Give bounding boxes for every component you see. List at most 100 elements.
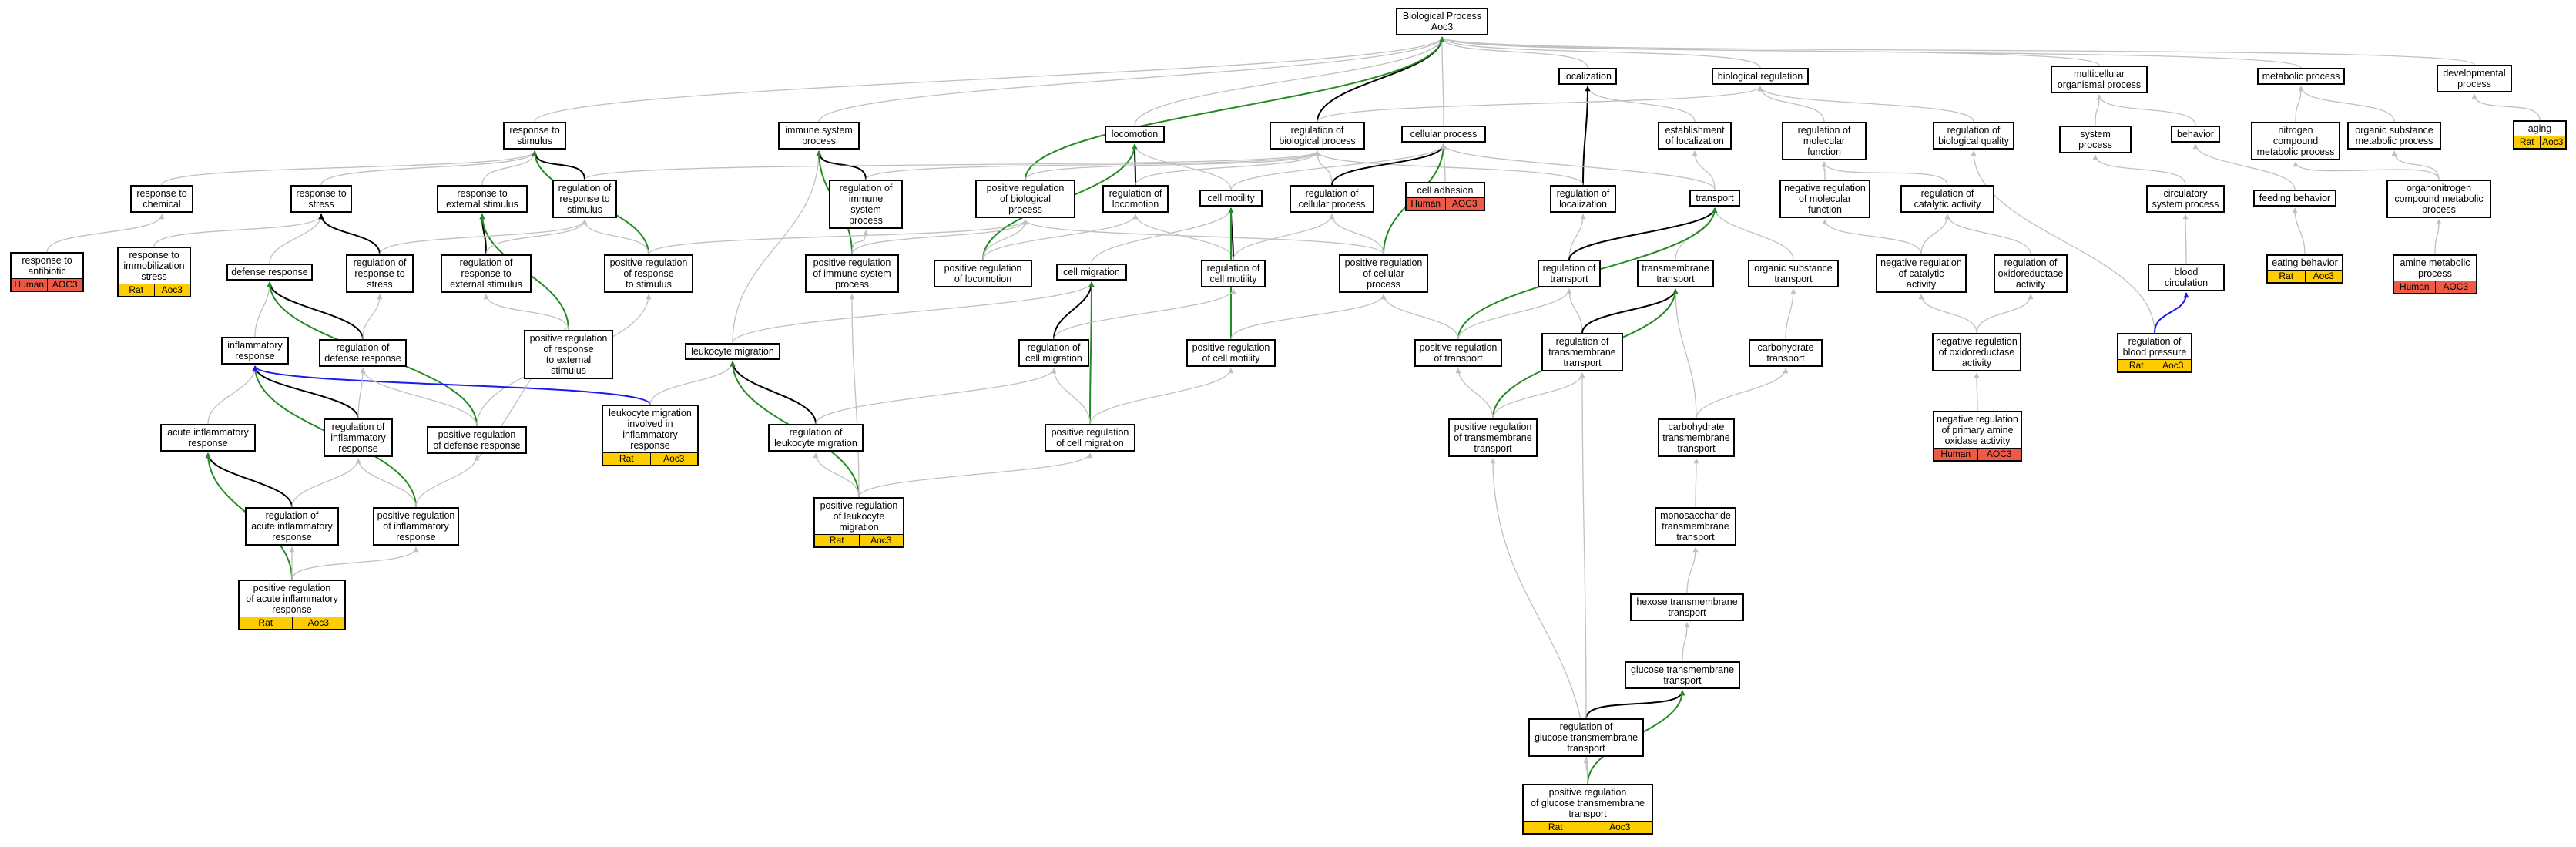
gene-label: AOC3 xyxy=(2434,281,2477,293)
go-term-label: regulation of immune system process xyxy=(839,183,893,226)
edge-pos-reg-cell-to-pos-reg-bio xyxy=(1022,219,1384,255)
go-term-label: regulation of response to stimulus xyxy=(558,183,612,215)
go-term-label: negative regulation of molecular functio… xyxy=(1784,183,1866,215)
edge-reg-oxido-to-reg-catal xyxy=(1944,213,2031,255)
go-term-label: multicellular organismal process xyxy=(2057,69,2142,90)
go-term-pos-reg-inflam: positive regulation of inflammatory resp… xyxy=(373,507,459,546)
go-term-circ: circulatory system process xyxy=(2146,185,2225,213)
edge-pos-reg-transport-to-reg-transport xyxy=(1457,288,1572,340)
edge-reg-resp-stim-to-reg-bio xyxy=(584,150,1320,180)
go-term-label: positive regulation of transmembrane tra… xyxy=(1454,422,1532,454)
go-term-reg-molfn: regulation of molecular function xyxy=(1782,122,1867,160)
edge-pos-reg-tm-transport-to-reg-tm-transport xyxy=(1492,372,1585,419)
go-term-label: regulation of cellular process xyxy=(1298,188,1366,210)
go-term-label: positive regulation of inflammatory resp… xyxy=(377,510,455,543)
go-term-organonitrogen: organonitrogen compound metabolic proces… xyxy=(2386,180,2491,218)
edge-locomotion-to-root xyxy=(1134,36,1445,126)
species-label: Human xyxy=(2399,281,2430,292)
go-term-label: positive regulation of defense response xyxy=(433,429,521,451)
go-term-label: positive regulation of immune system pro… xyxy=(813,257,891,290)
species-label: Rat xyxy=(258,617,273,628)
go-term-label: response to external stimulus xyxy=(446,188,518,210)
edge-pos-reg-cell-to-reg-cell xyxy=(1329,213,1384,255)
go-term-label: positive regulation of biological proces… xyxy=(986,183,1065,215)
edge-bioreg-to-root xyxy=(1439,36,1761,69)
edge-reg-cell-mig-to-reg-cell-motility xyxy=(1053,288,1236,340)
gene-label: Aoc3 xyxy=(153,284,190,296)
edge-reg-bio-to-bioreg xyxy=(1317,86,1763,123)
edge-resp-chem-to-resp-stim xyxy=(161,150,538,186)
go-term-label: regulation of localization xyxy=(1556,188,1610,210)
edge-eating-to-feeding xyxy=(2292,207,2306,255)
edge-organonitrogen-to-nitrogen xyxy=(2293,161,2440,180)
go-term-feeding: feeding behavior xyxy=(2253,190,2336,207)
edge-reg-glucose-tm-to-glucose-tm-transport xyxy=(1585,690,1685,719)
go-term-label: leukocyte migration involved in inflamma… xyxy=(609,408,692,451)
edge-neg-reg-catal-to-reg-catal xyxy=(1920,213,1950,255)
go-term-resp-ext: response to external stimulus xyxy=(437,185,528,213)
edge-defense-to-resp-stress xyxy=(269,213,324,264)
go-term-label: positive regulation of cell motility xyxy=(1192,342,1270,364)
gene-label: Aoc3 xyxy=(649,453,698,465)
edge-resp-immob-to-resp-stress xyxy=(153,213,324,247)
go-term-label: regulation of molecular function xyxy=(1797,125,1851,157)
go-term-label: cellular process xyxy=(1410,129,1478,139)
go-term-pos-reg-immune: positive regulation of immune system pro… xyxy=(805,254,899,293)
edge-pos-reg-inflam-to-reg-inflam xyxy=(355,458,417,508)
go-term-pos-reg-bio: positive regulation of biological proces… xyxy=(975,180,1075,218)
go-term-resp-chem: response to chemical xyxy=(130,185,193,213)
gene-label: Aoc3 xyxy=(2154,360,2192,371)
edge-resp-antibiotic-to-resp-chem xyxy=(46,213,165,253)
edge-reg-transport-to-reg-loc xyxy=(1568,213,1586,260)
edge-cell-migration-to-cell-motility xyxy=(1091,207,1234,264)
go-term-label: regulation of transmembrane transport xyxy=(1548,336,1616,368)
go-term-pos-reg-cell-motility: positive regulation of cell motility xyxy=(1186,339,1276,367)
go-term-reg-resp-stim: regulation of response to stimulus xyxy=(552,180,617,218)
edge-neg-reg-oxido-to-neg-reg-catal xyxy=(1918,294,1977,334)
edge-reg-bp-to-reg-bioq xyxy=(1971,150,2155,334)
species-label: Human xyxy=(14,279,45,290)
go-term-pos-reg-tm-transport: positive regulation of transmembrane tra… xyxy=(1448,418,1538,457)
edge-reg-loc-to-localization xyxy=(1582,86,1591,186)
go-term-label: eating behavior xyxy=(2272,257,2338,268)
edge-cell-motility-to-locomotion xyxy=(1132,143,1232,190)
go-term-label: positive regulation of acute inflammator… xyxy=(246,583,338,615)
go-term-resp-stim: response to stimulus xyxy=(503,122,566,150)
gene-label: AOC3 xyxy=(1444,198,1484,210)
go-term-leuk-mig: leukocyte migration xyxy=(685,343,780,360)
edge-system-to-multicell xyxy=(2095,94,2102,126)
go-term-label: negative regulation of primary amine oxi… xyxy=(1937,414,2018,446)
edge-amine-to-organonitrogen xyxy=(2434,219,2442,255)
go-term-pos-reg-glucose-tm: positive regulation of glucose transmemb… xyxy=(1522,784,1653,835)
species-label: Human xyxy=(1410,198,1441,209)
go-term-pos-reg-transport: positive regulation of transport xyxy=(1414,339,1502,367)
edge-aging-to-developmental xyxy=(2471,93,2541,121)
edge-reg-cell-motility-to-reg-loco xyxy=(1132,213,1234,260)
edge-glucose-tm-transport-to-hexose-tm-transport xyxy=(1682,622,1690,662)
go-term-organic: organic substance metabolic process xyxy=(2347,122,2441,150)
go-term-label: regulation of response to external stimu… xyxy=(450,257,522,290)
go-term-label: positive regulation of cellular process xyxy=(1344,257,1423,290)
go-term-label: regulation of biological process xyxy=(1279,125,1356,146)
go-term-defense: defense response xyxy=(226,264,313,281)
edge-leuk-mig-inflam-to-leuk-mig xyxy=(649,361,736,405)
edge-cellular-to-root xyxy=(1439,36,1445,126)
go-term-reg-resp-ext: regulation of response to external stimu… xyxy=(441,254,532,293)
edge-pos-reg-bio-to-reg-bio xyxy=(1025,150,1320,180)
go-term-label: glucose transmembrane transport xyxy=(1630,664,1735,686)
go-term-label: regulation of transport xyxy=(1542,263,1596,284)
go-term-organic-transport: organic substance transport xyxy=(1748,260,1839,287)
go-term-reg-glucose-tm: regulation of glucose transmembrane tran… xyxy=(1528,718,1644,757)
edge-inflam-to-defense xyxy=(254,281,273,338)
go-term-reg-oxido: regulation of oxidoreductase activity xyxy=(1994,254,2068,293)
edge-reg-immune-to-immune xyxy=(816,150,867,180)
go-term-estab-loc: establishment of localization xyxy=(1658,122,1732,150)
